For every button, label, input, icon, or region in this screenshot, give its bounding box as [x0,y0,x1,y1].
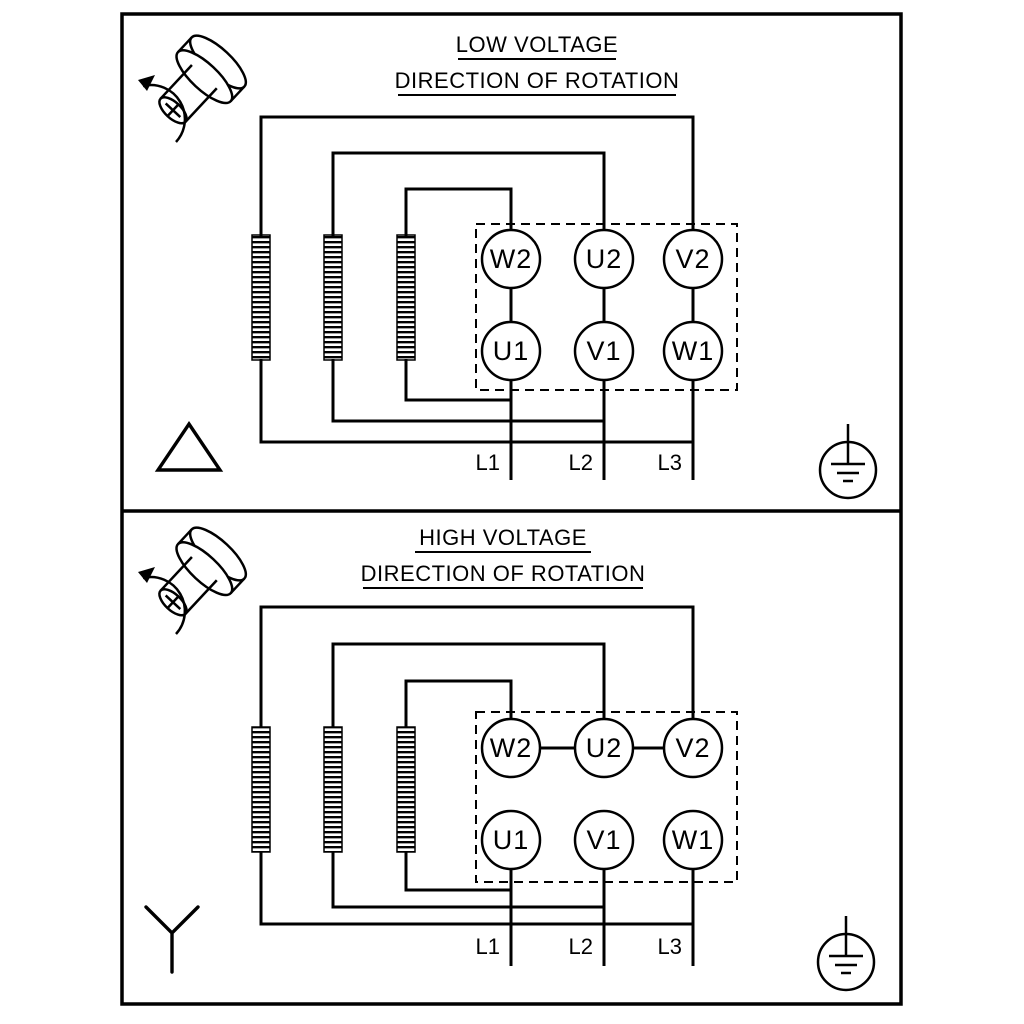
terminal-label: V2 [675,733,710,763]
motor-rotation-icon [136,26,255,144]
wire-coil1-to-l3 [259,359,693,444]
low-voltage-subtitle: DIRECTION OF ROTATION [395,68,680,93]
winding-coil-2 [323,234,343,361]
wire-coil3-to-l1 [404,359,511,402]
terminal-w2: W2 [480,228,542,290]
wire-coil2-to-u2 [331,642,606,728]
earth-ground-icon [818,422,878,500]
wire-coil2-to-l2 [331,851,604,909]
earth-ground-icon [816,914,876,992]
terminal-u1: U1 [480,320,542,382]
terminal-label: V1 [586,336,621,366]
line-label-l2: L2 [569,934,593,959]
terminal-v2: V2 [662,717,724,779]
terminal-u1: U1 [480,809,542,871]
terminal-v1: V1 [573,809,635,871]
winding-coil-1 [251,726,271,853]
line-label-l3: L3 [658,450,682,475]
terminal-label: V1 [586,825,621,855]
terminal-label: V2 [675,244,710,274]
terminal-label: W2 [490,244,533,274]
winding-coil-3 [396,234,416,361]
terminal-label: W1 [672,336,715,366]
wire-coil3-to-w2 [404,679,513,728]
wire-coil1-to-v2 [259,605,695,728]
terminal-u2: U2 [573,228,635,290]
wire-coil3-to-l1 [404,851,511,892]
terminal-u2: U2 [573,717,635,779]
terminal-box [475,223,738,391]
terminal-v1: V1 [573,320,635,382]
panel-low-voltage: LOW VOLTAGE DIRECTION OF ROTATION W2 [136,26,878,500]
star-connection-symbol [144,905,200,974]
terminal-label: U1 [493,825,530,855]
panel-high-voltage: HIGH VOLTAGE DIRECTION OF ROTATION W2 [136,518,876,992]
winding-coil-1 [251,234,271,361]
low-voltage-title: LOW VOLTAGE [456,32,618,57]
terminal-w1: W1 [662,809,724,871]
delta-connection-symbol [154,420,224,472]
wire-coil1-to-l3 [259,851,693,926]
wire-coil1-to-v2 [259,115,695,236]
winding-coil-2 [323,726,343,853]
wire-coil3-to-w2 [404,187,513,236]
terminal-box [475,711,738,883]
terminal-label: W2 [490,733,533,763]
terminal-w1: W1 [662,320,724,382]
terminal-label: U1 [493,336,530,366]
wire-coil2-to-l2 [331,359,604,423]
line-label-l2: L2 [569,450,593,475]
line-label-l1: L1 [476,934,500,959]
terminal-label: U2 [586,733,623,763]
terminal-label: W1 [672,825,715,855]
line-label-l1: L1 [476,450,500,475]
high-voltage-title: HIGH VOLTAGE [419,525,587,550]
motor-rotation-icon [136,518,255,636]
wire-coil2-to-u2 [331,151,606,236]
line-label-l3: L3 [658,934,682,959]
terminal-label: U2 [586,244,623,274]
terminal-v2: V2 [662,228,724,290]
winding-coil-3 [396,726,416,853]
terminal-w2: W2 [480,717,542,779]
high-voltage-subtitle: DIRECTION OF ROTATION [361,561,646,586]
diagram-border [120,12,903,1006]
